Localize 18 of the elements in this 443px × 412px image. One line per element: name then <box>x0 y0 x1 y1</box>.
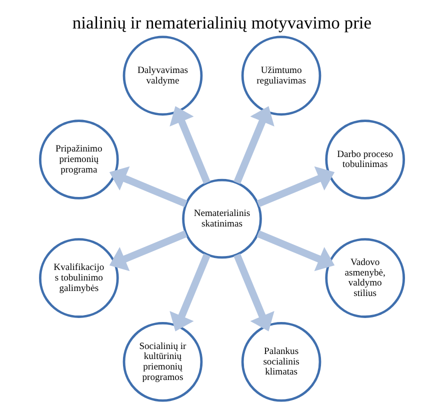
arrow <box>108 230 187 272</box>
node-circle: Vadovo asmenybė, valdymo stilius <box>324 238 404 318</box>
arrow <box>256 230 334 272</box>
arrow <box>256 166 334 208</box>
node-circle: Kvalifikacijo s tobulinimo galimybės <box>38 238 118 318</box>
node-circle: Pripažinimo priemonių programa <box>38 120 118 200</box>
arrow <box>169 254 210 332</box>
arrow <box>169 106 210 184</box>
node-circle: Palankus socialinis klimatas <box>240 322 321 402</box>
arrow <box>108 166 187 208</box>
node-circle: Darbo proceso tobulinimas <box>324 120 404 200</box>
node-circle: Dalyvavimas valdyme <box>122 36 202 116</box>
node-circle: Socialinių ir kultūrinių priemonių programos <box>122 322 202 402</box>
node-circle: Užimtumo reguliavimas <box>240 36 321 116</box>
node-circle: Nematerialinis skatinimas <box>182 178 262 259</box>
arrow <box>233 254 274 332</box>
diagram-title: nialinių ir nematerialinių motyvavimo prie <box>72 12 372 33</box>
arrow <box>233 106 274 184</box>
